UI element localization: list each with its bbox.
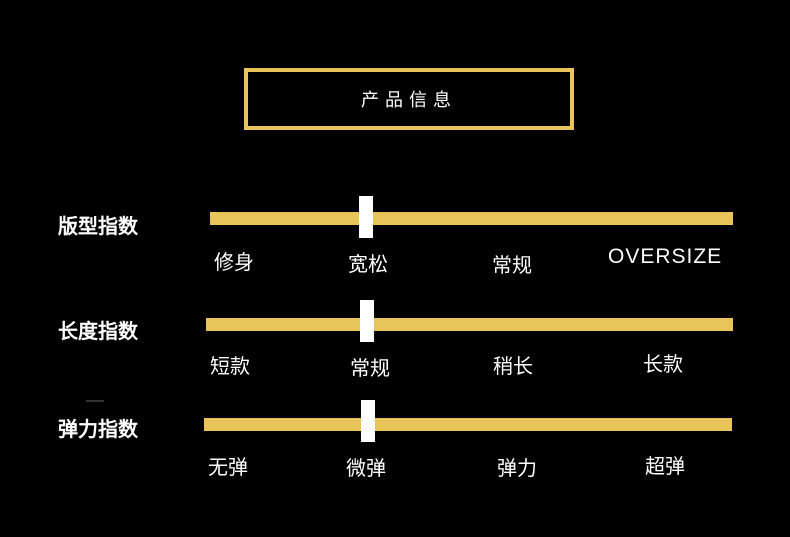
length-index-label: 长度指数 bbox=[58, 319, 138, 343]
length-option-long: 长款 bbox=[643, 352, 683, 376]
product-info-title: 产品信息 bbox=[361, 90, 457, 111]
fit-index-bar bbox=[210, 212, 733, 225]
stretch-option-stretchy: 弹力 bbox=[497, 456, 537, 480]
stretch-index-label: 弹力指数 bbox=[58, 417, 138, 441]
stretch-option-super: 超弹 bbox=[645, 454, 685, 478]
length-index-bar bbox=[206, 318, 733, 331]
fit-option-regular: 常规 bbox=[492, 253, 532, 277]
stretch-option-none: 无弹 bbox=[208, 455, 248, 479]
product-info-title-box: 产品信息 bbox=[244, 68, 574, 130]
stretch-option-slight: 微弹 bbox=[346, 456, 386, 480]
length-index-marker bbox=[360, 300, 374, 342]
fit-option-oversize: OVERSIZE bbox=[608, 245, 723, 268]
length-option-regular: 常规 bbox=[350, 356, 390, 380]
length-option-slightly-long: 稍长 bbox=[493, 354, 533, 378]
fit-index-label: 版型指数 bbox=[58, 214, 138, 238]
fit-index-marker bbox=[359, 196, 373, 238]
stretch-index-marker bbox=[361, 400, 375, 442]
stretch-index-bar bbox=[204, 418, 732, 431]
length-option-short: 短款 bbox=[210, 354, 250, 378]
fit-option-slim: 修身 bbox=[214, 250, 254, 274]
divider-mark bbox=[86, 400, 104, 402]
fit-option-loose: 宽松 bbox=[348, 252, 388, 276]
